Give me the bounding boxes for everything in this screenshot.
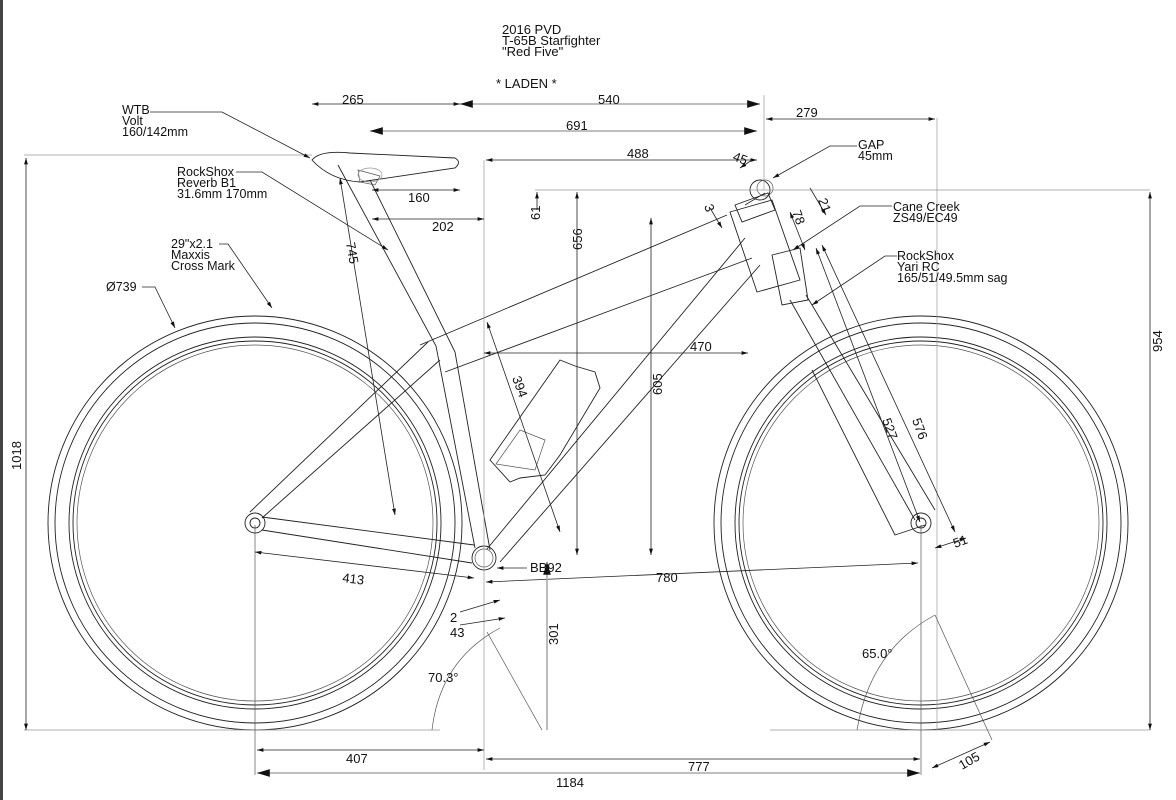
title-line-2: T-65B Starfighter xyxy=(502,33,601,48)
dim-bar-drop: 61 xyxy=(528,206,543,220)
headset-model: ZS49/EC49 xyxy=(893,211,958,225)
dimension-labels: 265 540 279 691 488 160 202 61 656 45 3 … xyxy=(9,92,1165,790)
dim-front-center: 780 xyxy=(656,570,678,585)
dim-headset-top: 21 xyxy=(815,196,834,215)
dim-fork-length: 576 xyxy=(909,416,931,442)
title-block: 2016 PVD T-65B Starfighter "Red Five" * … xyxy=(496,22,601,91)
dim-saddle-to-bb: 202 xyxy=(432,219,454,234)
dim-saddle-setback: 265 xyxy=(342,92,364,107)
dim-spacer: 3 xyxy=(701,202,718,214)
dim-overall-height: 1018 xyxy=(9,441,24,470)
dim-seat-angle: 70.3° xyxy=(428,670,459,685)
fork-model: Yari RC xyxy=(897,260,940,274)
headset-brand: Cane Creek xyxy=(893,200,960,214)
dim-wheelbase: 1184 xyxy=(556,775,584,790)
dim-top-tube: 470 xyxy=(690,339,712,354)
fork-brand: RockShox xyxy=(897,249,955,263)
gap-label: GAP xyxy=(858,138,884,152)
dim-stack: 605 xyxy=(650,373,665,395)
dim-headtube: 78 xyxy=(789,208,808,227)
callout-labels: WTB Volt 160/142mm RockShox Reverb B1 31… xyxy=(106,103,1008,575)
saddle-model: Volt xyxy=(122,114,143,128)
dim-bb-drop: 2 xyxy=(450,610,457,625)
tire-model: Cross Mark xyxy=(171,259,236,273)
dim-head-angle: 65.0° xyxy=(862,646,893,661)
tire-size: 29"x2.1 xyxy=(171,237,213,251)
dim-trail: 105 xyxy=(956,749,982,773)
dim-bar-height: 954 xyxy=(1150,330,1165,352)
wheel-diameter: Ø739 xyxy=(106,280,137,294)
seatpost-brand: RockShox xyxy=(177,165,235,179)
saddle-brand: WTB xyxy=(122,103,150,117)
seatpost-size: 31.6mm 170mm xyxy=(177,187,267,201)
dim-bb-to-front: 777 xyxy=(688,759,710,774)
dim-bar-to-axle: 279 xyxy=(796,105,818,120)
dimension-lines xyxy=(24,100,1152,777)
tire-brand: Maxxis xyxy=(171,248,210,262)
saddle xyxy=(311,151,459,186)
dim-bb-drop-2: 43 xyxy=(450,625,464,640)
dim-chainstay: 413 xyxy=(342,570,365,588)
dim-reach: 488 xyxy=(627,146,649,161)
fork xyxy=(771,247,936,536)
fork-spec: 165/51/49.5mm sag xyxy=(897,271,1008,285)
frame xyxy=(249,164,801,571)
dim-fork-offset: 51 xyxy=(951,532,970,551)
dim-bb-height: 301 xyxy=(546,623,561,645)
dim-seat-tube: 394 xyxy=(509,374,531,400)
title-line-3: "Red Five" xyxy=(502,44,564,59)
title-line-1: 2016 PVD xyxy=(502,22,561,37)
dim-saddle-to-bar: 540 xyxy=(598,92,620,107)
dim-axle-to-crown: 527 xyxy=(879,416,901,442)
seatpost-model: Reverb B1 xyxy=(177,176,236,190)
dim-stem-length: 45 xyxy=(731,149,750,168)
dim-stack-to-bar: 656 xyxy=(570,228,585,250)
window-edge xyxy=(0,0,3,800)
dim-seat-height: 745 xyxy=(343,241,362,265)
dim-saddle-nose-to-bar: 691 xyxy=(566,118,588,133)
bb-label: BB92 xyxy=(530,560,562,575)
load-state: * LADEN * xyxy=(496,76,557,91)
dim-rear-to-bb: 407 xyxy=(346,751,368,766)
dim-saddle-rear: 160 xyxy=(408,190,430,205)
saddle-size: 160/142mm xyxy=(122,125,188,139)
leader-lines xyxy=(142,111,897,626)
gap-value: 45mm xyxy=(858,149,893,163)
